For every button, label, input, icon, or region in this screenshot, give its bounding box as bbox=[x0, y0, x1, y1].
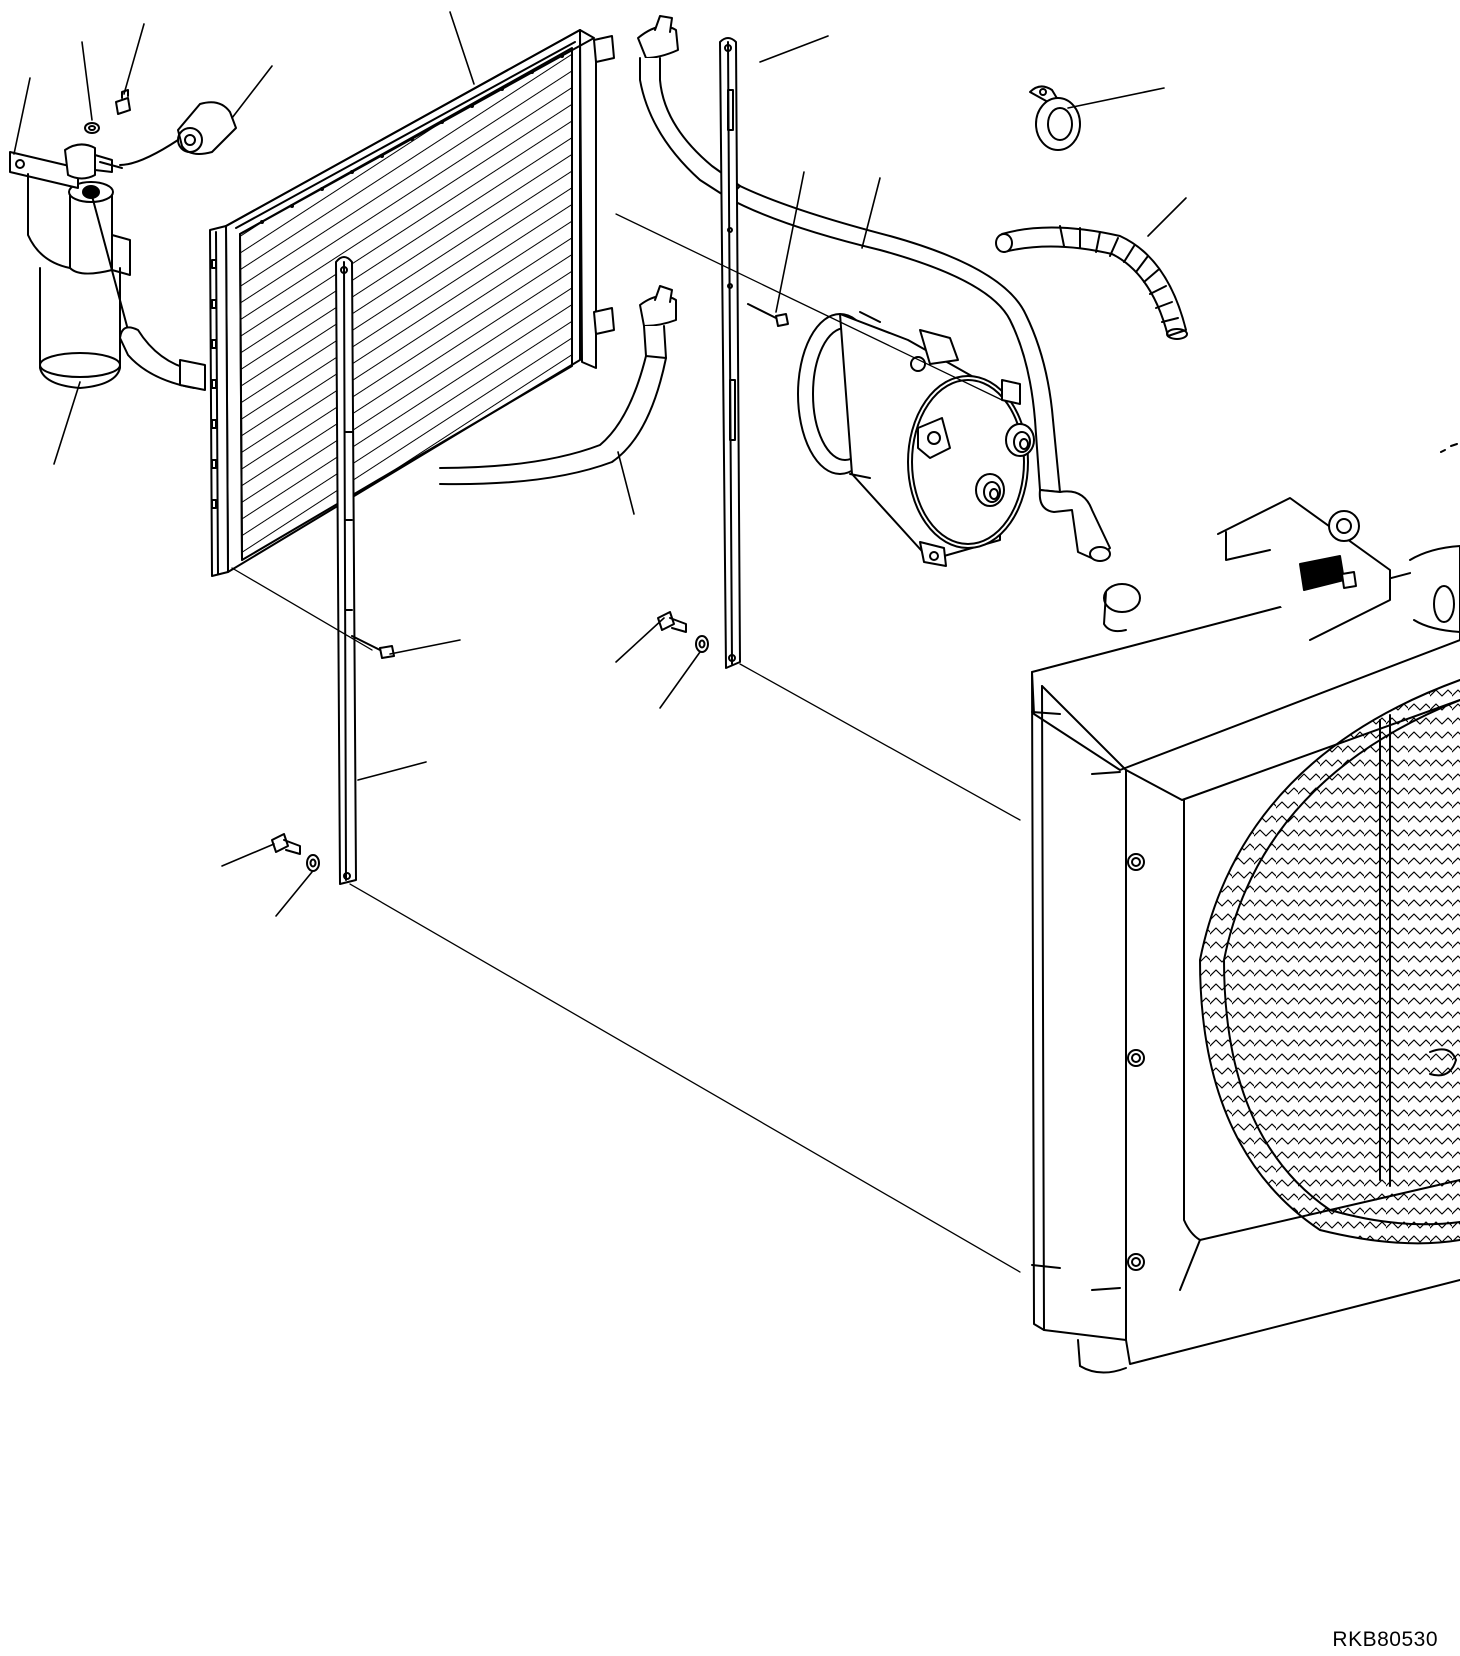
radiator-bolt-holes bbox=[1128, 854, 1144, 1270]
lower-hose bbox=[440, 286, 676, 484]
radiator bbox=[1032, 444, 1460, 1373]
screw-left bbox=[352, 636, 394, 658]
compressor-hose bbox=[1035, 420, 1110, 561]
washer-left bbox=[307, 855, 319, 871]
right-support-strip bbox=[720, 38, 740, 668]
washer-small bbox=[85, 123, 99, 133]
receiver-drier bbox=[40, 182, 130, 388]
screw-right bbox=[748, 304, 788, 326]
figure-code: RKB80530 bbox=[1332, 1628, 1438, 1651]
bolt-small bbox=[116, 90, 130, 114]
reference-lines bbox=[232, 214, 1020, 1272]
grommet bbox=[1030, 86, 1080, 150]
drier-elbow-fitting bbox=[65, 144, 122, 178]
drain-hose bbox=[996, 226, 1187, 339]
condenser-side-holes bbox=[212, 260, 216, 508]
condenser-fitting-lower bbox=[594, 308, 614, 334]
radiator-upper-inlet bbox=[1104, 584, 1140, 631]
bolt-left bbox=[272, 834, 300, 854]
compressor-port-upper bbox=[1006, 424, 1034, 456]
mounting-bracket bbox=[10, 152, 78, 268]
condenser bbox=[210, 30, 596, 576]
radiator-right-inlet bbox=[1410, 546, 1460, 632]
bolt-right bbox=[658, 612, 686, 632]
leader-lines bbox=[14, 12, 1186, 916]
condenser-top-rivets bbox=[260, 54, 564, 224]
compressor bbox=[798, 312, 1034, 566]
washer-right bbox=[696, 636, 708, 652]
compressor-port-lower bbox=[976, 474, 1004, 506]
radiator-top-bracket bbox=[1218, 498, 1390, 640]
condenser-fitting-upper bbox=[594, 36, 614, 62]
left-support-strip bbox=[336, 257, 356, 884]
pressure-switch bbox=[120, 102, 236, 165]
drier-outlet-pipe bbox=[92, 196, 205, 390]
